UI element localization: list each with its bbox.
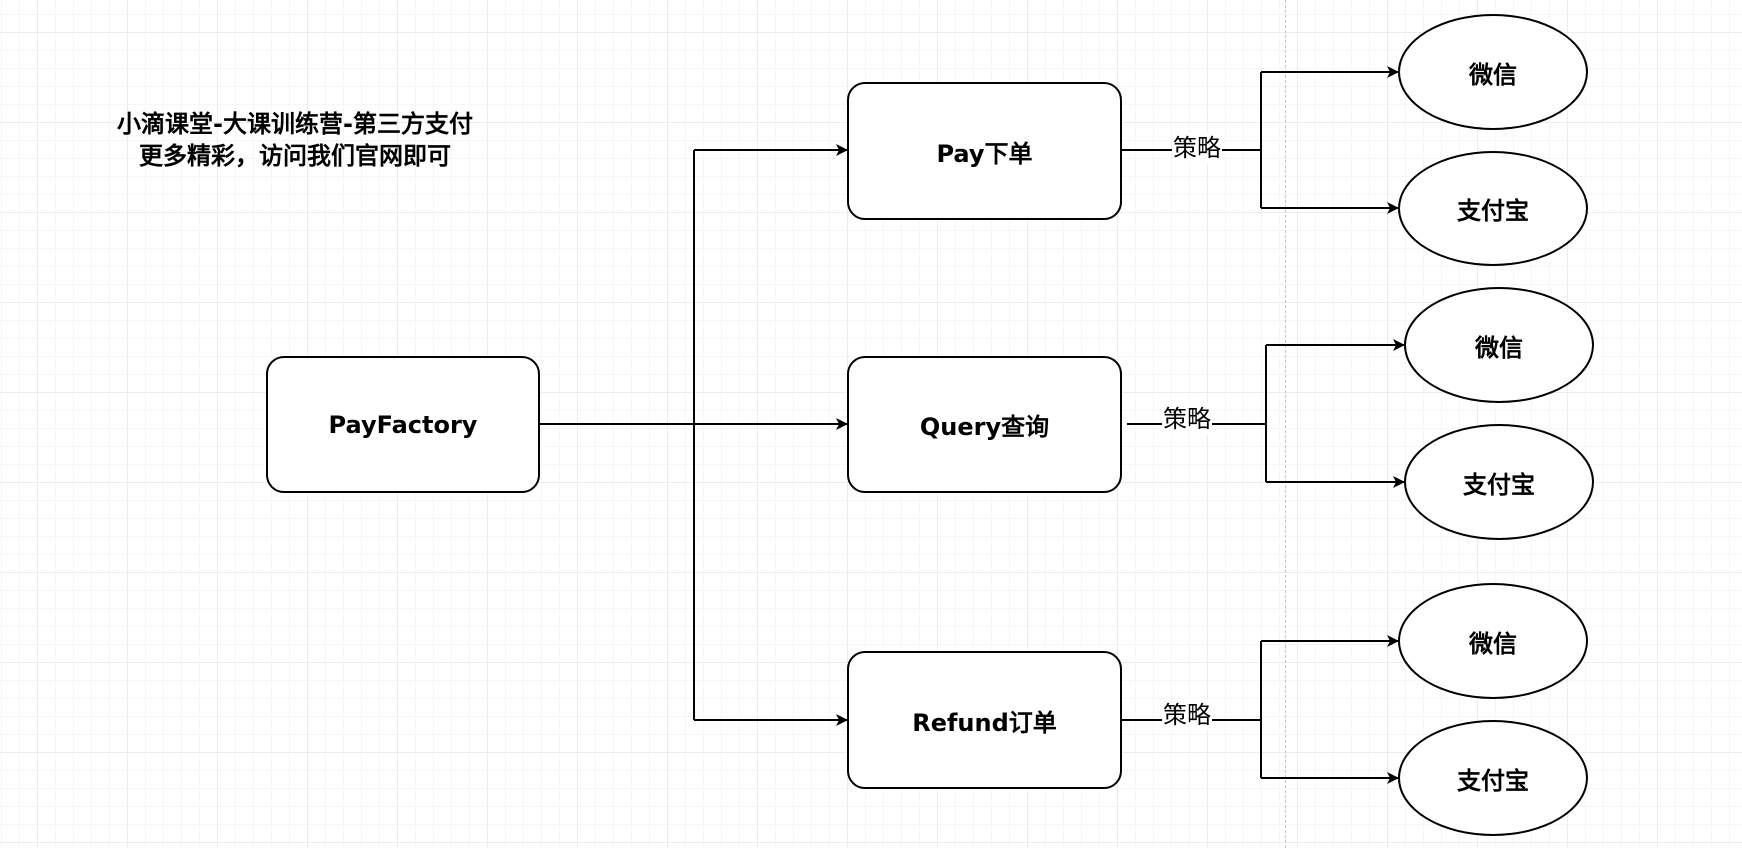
- node-refund-label: Refund订单: [912, 708, 1057, 737]
- caption-line-2: 更多精彩，访问我们官网即可: [139, 142, 451, 170]
- node-query-alipay[interactable]: 支付宝: [1404, 424, 1594, 540]
- node-pay-label: Pay下单: [936, 139, 1033, 168]
- node-pay-wechat-label: 微信: [1469, 60, 1517, 89]
- node-pay-alipay-label: 支付宝: [1457, 197, 1529, 225]
- node-pay-alipay[interactable]: 支付宝: [1398, 151, 1588, 266]
- node-refund-wechat-label: 微信: [1469, 629, 1517, 658]
- node-payfactory-label: PayFactory: [328, 410, 478, 439]
- node-query-label: Query查询: [919, 413, 1050, 441]
- node-refund[interactable]: Refund订单: [847, 651, 1122, 789]
- edge-label-query-strategy: 策略: [1162, 404, 1212, 434]
- node-refund-alipay-label: 支付宝: [1457, 766, 1529, 795]
- node-pay[interactable]: Pay下单: [847, 82, 1122, 220]
- caption-line-1: 小滴课堂-大课训练营-第三方支付: [117, 110, 473, 138]
- node-refund-alipay[interactable]: 支付宝: [1398, 720, 1588, 836]
- edge-label-pay-strategy: 策略: [1172, 133, 1222, 163]
- node-payfactory[interactable]: PayFactory: [266, 356, 540, 493]
- node-query-alipay-label: 支付宝: [1463, 470, 1535, 499]
- page-guide-line: [1285, 0, 1286, 848]
- node-pay-wechat[interactable]: 微信: [1398, 14, 1588, 130]
- node-query-wechat[interactable]: 微信: [1404, 287, 1594, 403]
- diagram-caption: 小滴课堂-大课训练营-第三方支付 更多精彩，访问我们官网即可: [80, 108, 510, 172]
- edge-label-refund-strategy: 策略: [1162, 700, 1212, 730]
- node-query-wechat-label: 微信: [1475, 333, 1523, 362]
- node-query[interactable]: Query查询: [847, 356, 1122, 493]
- node-refund-wechat[interactable]: 微信: [1398, 583, 1588, 699]
